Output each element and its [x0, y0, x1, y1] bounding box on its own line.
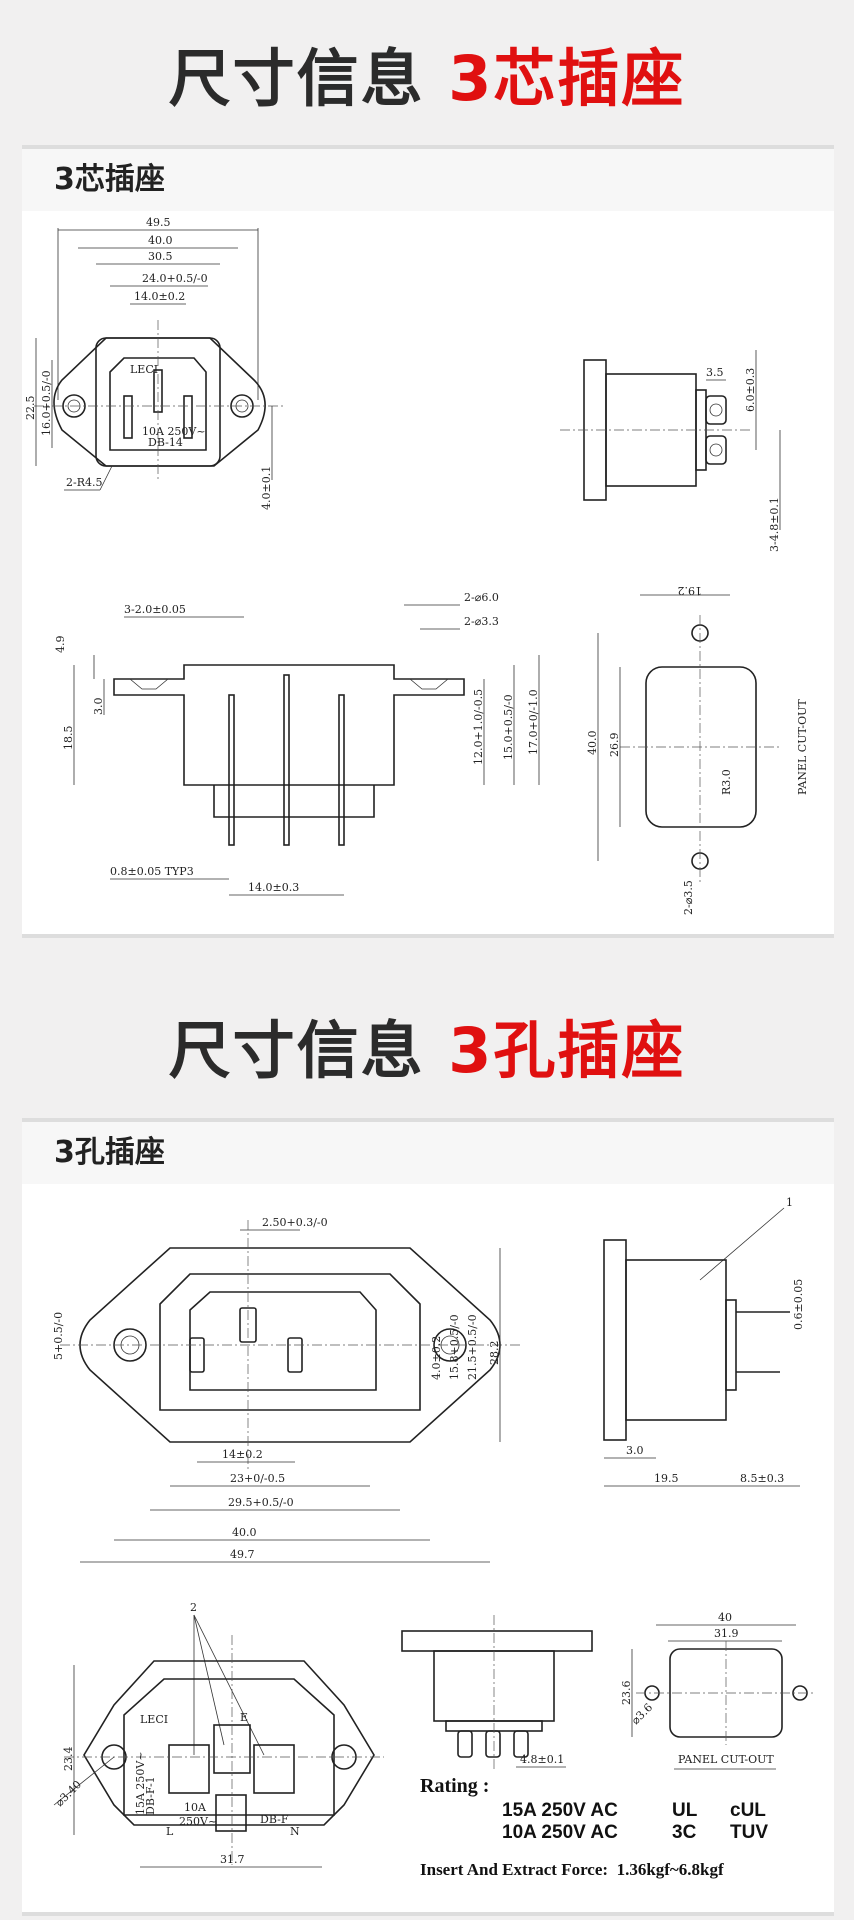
mark: DB-F: [260, 1813, 289, 1826]
dim: 49.5: [146, 216, 171, 229]
dim: 15.8+0.5/-0: [448, 1314, 461, 1380]
dim: ⌀3.40: [53, 1778, 84, 1809]
title-black: 尺寸信息: [168, 42, 425, 115]
s1-panel-cutout: 19.2 40.0 26.9 R3.0 PANEL CUT-OUT 2-⌀3.5: [586, 585, 809, 915]
dim: 19.2: [678, 585, 703, 597]
dim: 23+0/-0.5: [230, 1472, 285, 1485]
s2-detail-view: 2 LECI 15A 250V~ DB-F-1 E 10A 250V~ DB-F…: [53, 1601, 384, 1868]
dim: 15.0+0.5/-0: [502, 694, 515, 760]
rating-cert: cUL: [730, 1800, 766, 1821]
dim: 3.0: [92, 698, 105, 716]
callout: 1: [786, 1196, 793, 1209]
dim: 2-⌀3.3: [464, 615, 499, 628]
dim: 17.0+0/-1.0: [527, 689, 540, 755]
mark: 10A: [184, 1801, 207, 1814]
dim: 19.5: [654, 1472, 679, 1485]
rating-cert: UL: [672, 1800, 698, 1821]
dim: 40.0: [232, 1526, 257, 1539]
mark: 15A 250V~: [134, 1751, 147, 1815]
dim: 40.0: [148, 234, 173, 247]
dim: R3.0: [720, 769, 733, 795]
panel-cutout-label: PANEL CUT-OUT: [796, 699, 809, 795]
section2-title: 尺寸信息 3孔插座: [0, 1000, 854, 1090]
title-red: 3孔插座: [448, 1014, 686, 1087]
dim: 49.7: [230, 1548, 255, 1561]
dim: 3-2.0±0.05: [124, 603, 186, 616]
dim: 14.0±0.3: [248, 881, 299, 894]
insert-force: Insert And Extract Force: 1.36kgf~6.8kgf: [420, 1860, 724, 1879]
mark: N: [290, 1825, 300, 1838]
dim: 0.8±0.05 TYP3: [110, 865, 194, 878]
rating-row: 10A 250V AC 3C TUV: [502, 1822, 822, 1844]
dim: 12.0+1.0/-0.5: [472, 689, 485, 765]
dim: 23.4: [62, 1747, 75, 1772]
s2-side-view: 1 0.6±0.05 3.0 19.5 8.5±0.3: [603, 1196, 805, 1487]
dim: 31.9: [714, 1627, 739, 1640]
dim: 3-4.8±0.1: [768, 497, 781, 552]
dim: 22.5: [24, 396, 37, 421]
dim: 2.50+0.3/-0: [262, 1216, 328, 1229]
mark: LECI: [140, 1713, 168, 1726]
dim: 30.5: [148, 250, 173, 263]
dim: 31.7: [220, 1853, 245, 1866]
s1-front-view: 49.5 40.0 30.5 24.0+0.5/-0 14.0±0.2 LECI…: [24, 216, 284, 510]
dim: 3.5: [706, 366, 724, 379]
dim: 21.5+0.5/-0: [466, 1314, 479, 1380]
title-black: 尺寸信息: [168, 1014, 425, 1087]
dim: 29.5+0.5/-0: [228, 1496, 294, 1509]
title-red: 3芯插座: [448, 42, 686, 115]
mark-model: DB-14: [148, 436, 183, 449]
dim: 24.0+0.5/-0: [142, 272, 208, 285]
mark: L: [166, 1825, 174, 1838]
dim: 16.0+0.5/-0: [40, 370, 53, 436]
rating-label: Rating :: [420, 1775, 490, 1797]
rating-spec: 15A 250V AC: [502, 1800, 618, 1821]
dim: 2-⌀6.0: [464, 591, 499, 604]
s2-front-view: 2.50+0.3/-0 5+0.5/-0 4.0±0.2 15.8+0.5/-0…: [52, 1216, 520, 1563]
s1-section-view: 3-2.0±0.05 2-⌀6.0 2-⌀3.3 18.5 4.9 3.0 12…: [54, 591, 540, 896]
dim: 2-⌀3.5: [682, 880, 695, 915]
dim: 18.5: [62, 726, 75, 751]
dim: 23.6: [620, 1681, 633, 1706]
mark: E: [240, 1711, 248, 1724]
dim: 4.0±0.1: [260, 466, 273, 510]
dim: 8.5±0.3: [740, 1472, 784, 1485]
mark-rating: 10A 250V~: [142, 425, 206, 438]
dim: 2-R4.5: [66, 476, 103, 489]
card-label: 3孔插座: [22, 1122, 834, 1184]
s1-side-view: 3.5 6.0±0.3 3-4.8±0.1: [560, 350, 781, 552]
dim: 6.0±0.3: [744, 368, 757, 412]
dim: 40.0: [586, 731, 599, 756]
rating-row: 15A 250V AC UL cUL: [502, 1800, 822, 1822]
section1-card: 3芯插座: [22, 145, 834, 938]
card-label: 3芯插座: [22, 149, 834, 211]
dim: 14±0.2: [222, 1448, 263, 1461]
dim: 26.9: [608, 733, 621, 758]
dim: 14.0±0.2: [134, 290, 185, 303]
mark-brand: LECI: [130, 363, 158, 376]
rating-spec: 10A 250V AC: [502, 1822, 618, 1843]
rating-cert: TUV: [730, 1822, 768, 1843]
dim: 5+0.5/-0: [52, 1312, 65, 1360]
mark: 250V~: [179, 1815, 217, 1828]
panel-cutout-label: PANEL CUT-OUT: [678, 1753, 774, 1766]
rating-cert: 3C: [672, 1822, 697, 1843]
dim: 4.9: [54, 636, 67, 654]
dim: 4.0±0.2: [430, 1336, 443, 1380]
s2-bottom-and-cutout: 4.8±0.1 40 31.9 23.6 ⌀3.6 PANEL CUT-OUT: [401, 1611, 816, 1770]
dim: 40: [718, 1611, 732, 1624]
dim: 3.0: [626, 1444, 644, 1457]
dim: 4.8±0.1: [520, 1753, 564, 1766]
dim: 28.2: [488, 1341, 501, 1366]
mark: DB-F-1: [144, 1776, 157, 1815]
dim: 0.6±0.05: [792, 1279, 805, 1330]
callout: 2: [190, 1601, 197, 1614]
section2-card: 3孔插座: [22, 1118, 834, 1916]
section1-title: 尺寸信息 3芯插座: [0, 28, 854, 118]
